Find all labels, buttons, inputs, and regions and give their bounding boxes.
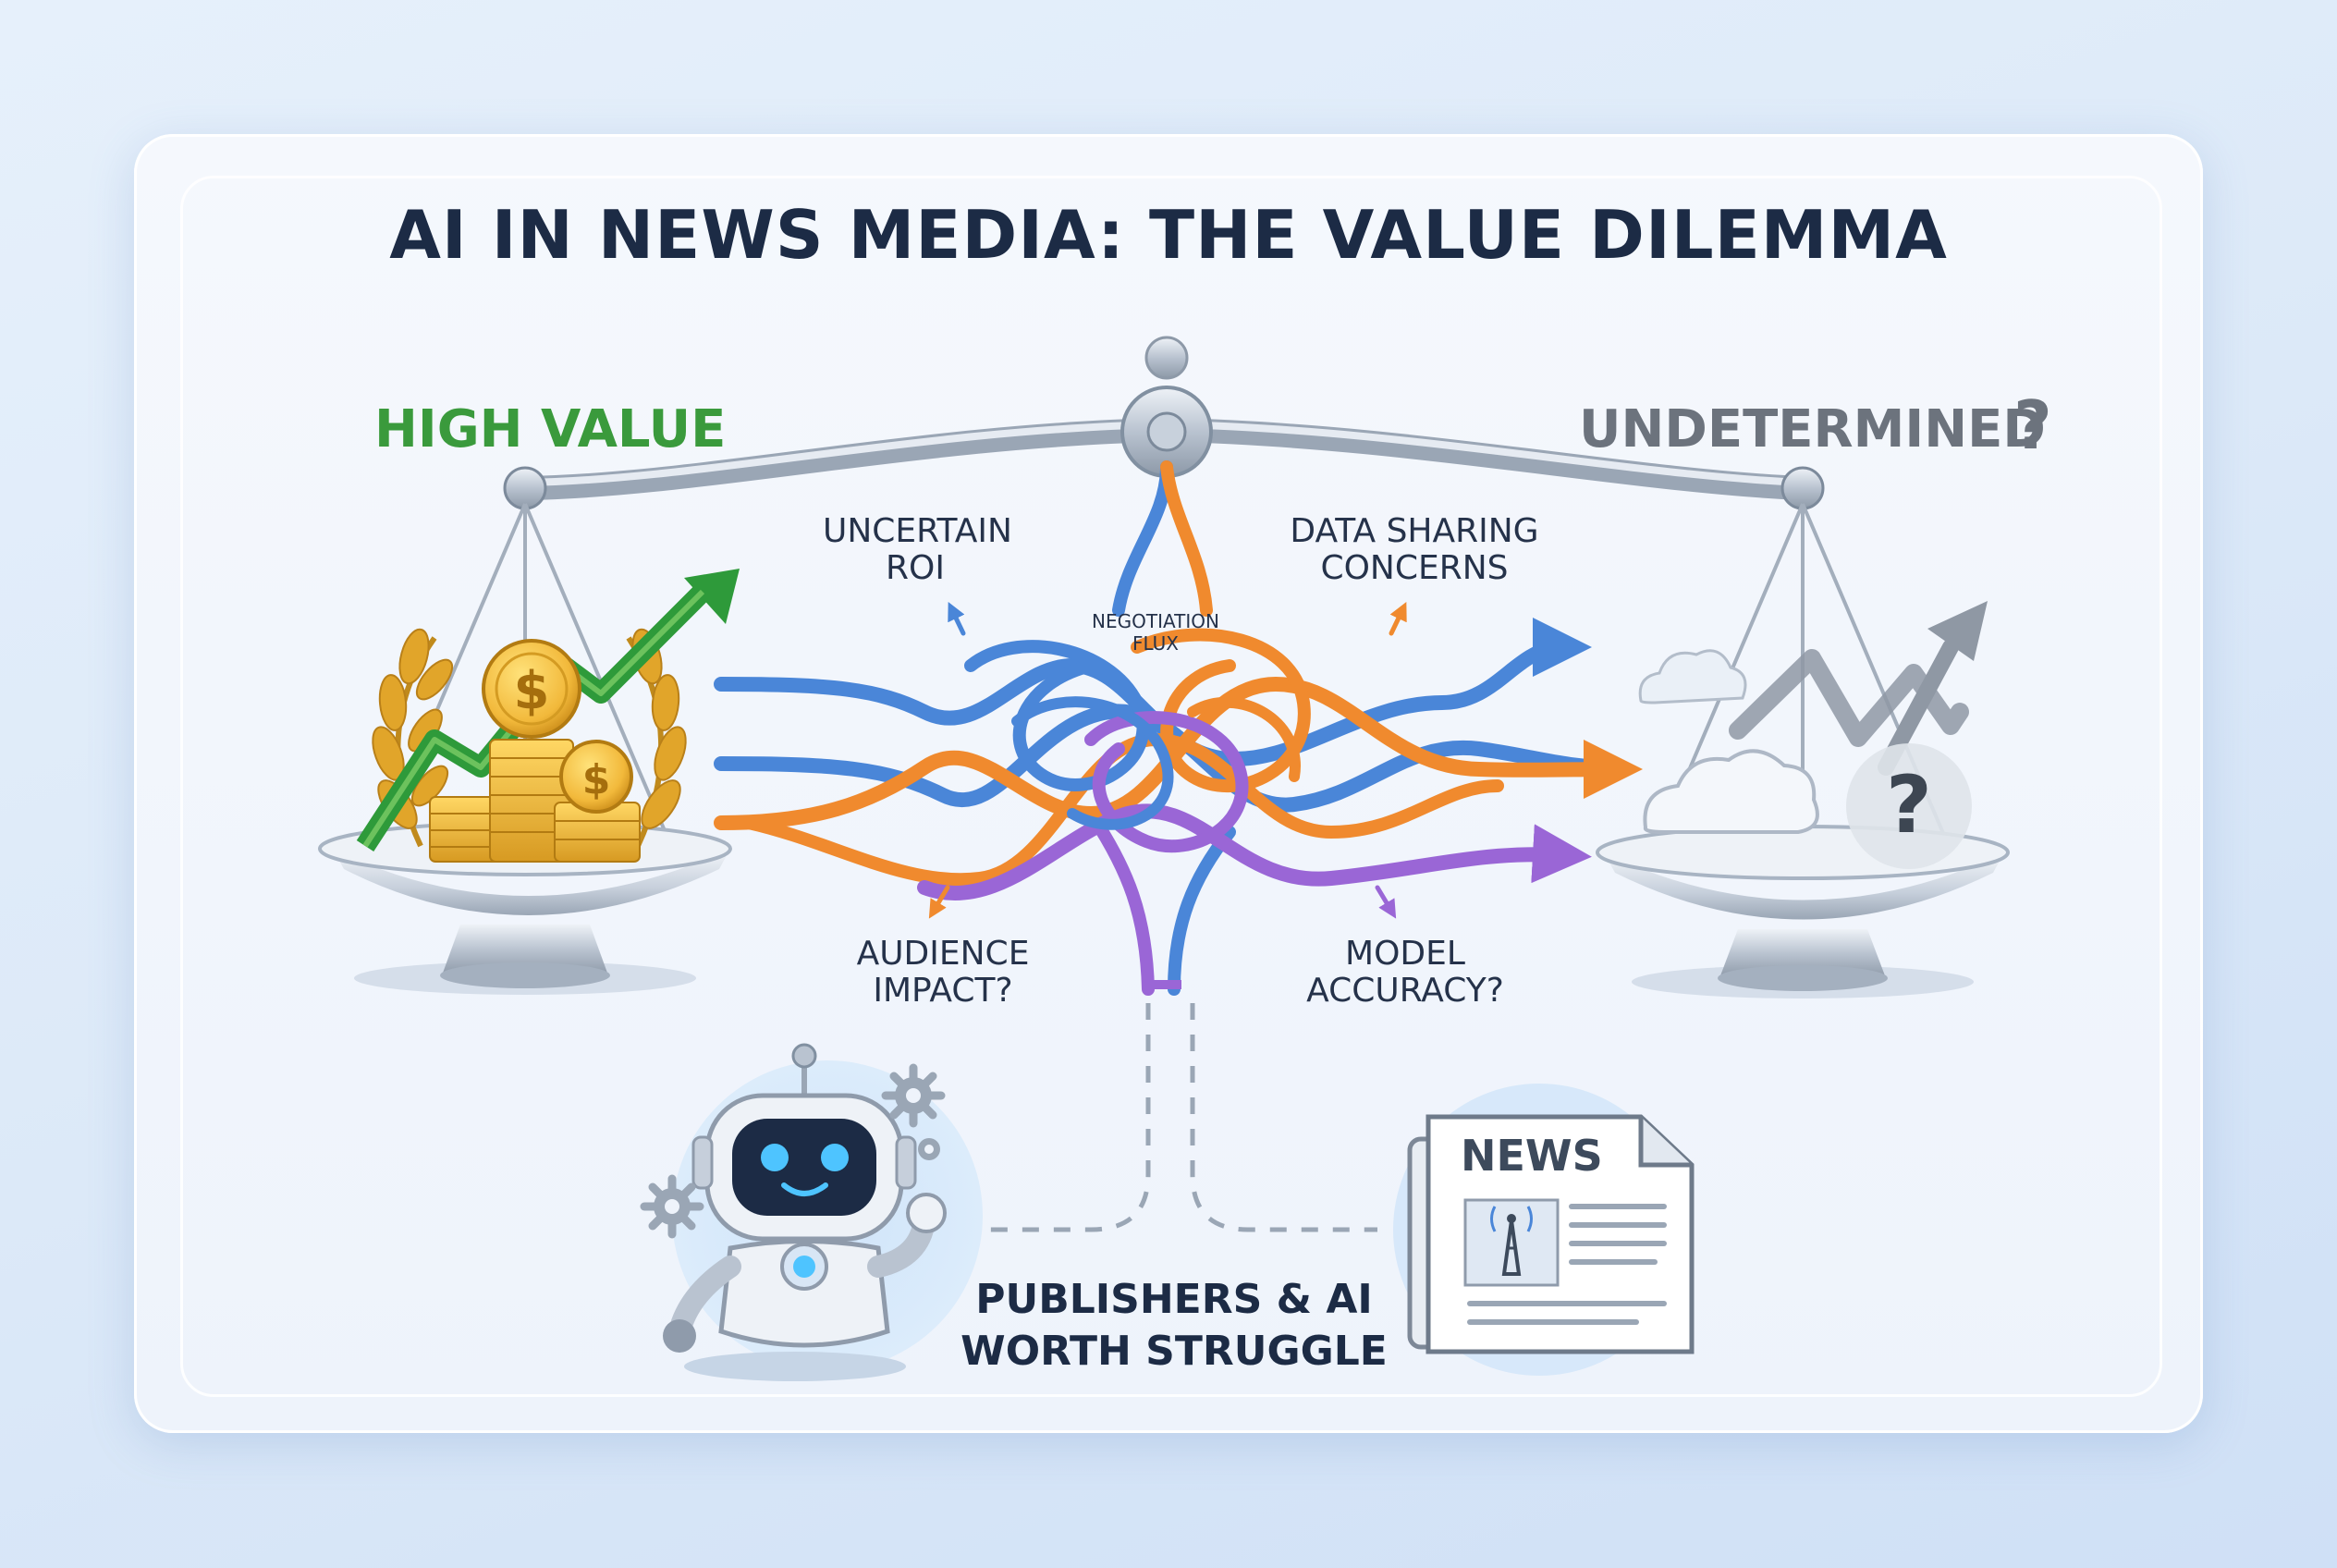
- svg-text:?: ?: [1886, 759, 1932, 851]
- dollar-coin-small: $: [559, 740, 633, 814]
- data-sharing-label: DATA SHARING CONCERNS: [1290, 512, 1539, 587]
- page-title: AI IN NEWS MEDIA: THE VALUE DILEMMA: [389, 196, 1948, 274]
- uncertain-roi-label: UNCERTAIN ROI: [823, 512, 1012, 587]
- coin-stack-3: [554, 802, 641, 863]
- tangled-strands: [714, 460, 1643, 996]
- question-icon: ?: [2013, 386, 2052, 464]
- bottom-caption: PUBLISHERS & AI WORTH STRUGGLE: [960, 1276, 1388, 1375]
- zigzag-arrow-icon: [1729, 601, 1988, 776]
- gear-icon: [881, 1063, 946, 1160]
- svg-text:$: $: [514, 661, 550, 721]
- high-value-label: HIGH VALUE: [374, 399, 727, 459]
- balance-scale: [503, 336, 1825, 510]
- audience-impact-label: AUDIENCE IMPACT?: [856, 935, 1030, 1010]
- coins-icon: $ $: [429, 639, 641, 863]
- negotiation-flux-label: NEGOTIATION FLUX: [1092, 610, 1219, 655]
- pointer-arrows: [928, 601, 1407, 919]
- svg-text:$: $: [582, 756, 611, 803]
- newspaper-icon: NEWS: [1393, 1084, 1695, 1376]
- question-bubble-icon: ?: [1846, 743, 1972, 869]
- right-scale-pan: [1596, 503, 2010, 998]
- svg-text:NEWS: NEWS: [1461, 1131, 1603, 1181]
- undetermined-label: UNDETERMINED: [1579, 399, 2046, 459]
- model-accuracy-label: MODEL ACCURACY?: [1306, 935, 1504, 1010]
- laurel-icon: [372, 628, 687, 848]
- robot-icon: [663, 1043, 983, 1381]
- antenna-tower-icon: [1490, 1206, 1533, 1276]
- dollar-coin-large: $: [482, 639, 581, 739]
- cloud-icon-small: [1638, 649, 1747, 704]
- cloud-icon: [1643, 749, 1819, 834]
- gear-icon-left: [640, 1174, 704, 1239]
- dashed-connectors: [971, 1003, 1377, 1232]
